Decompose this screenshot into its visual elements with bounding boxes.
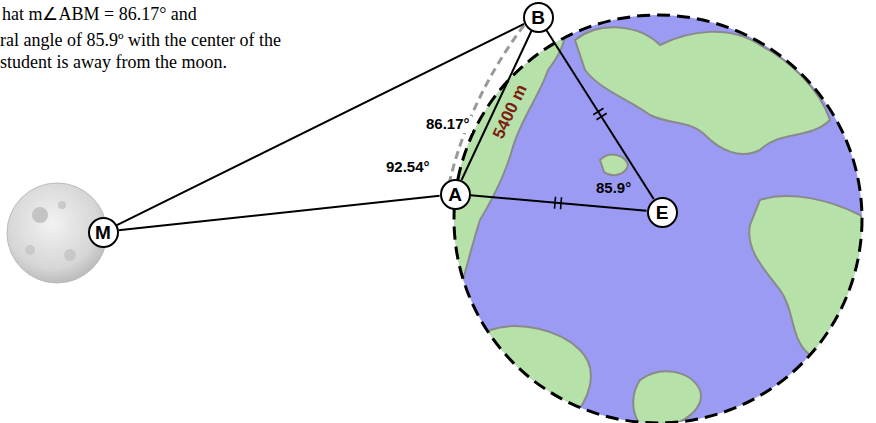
- land: [430, 0, 876, 423]
- point-circle: B: [523, 2, 554, 33]
- segment: [462, 31, 532, 180]
- earth-outline: [454, 15, 862, 423]
- segment: [546, 30, 653, 199]
- point-letter: B: [531, 8, 545, 27]
- angle-label: 85.9°: [594, 180, 633, 197]
- angle-label: 86.17°: [424, 116, 472, 133]
- length-label: 5400 m: [490, 82, 530, 141]
- point-letter: A: [448, 185, 462, 204]
- angle-label: 92.54°: [384, 159, 432, 176]
- point-letter: E: [656, 203, 669, 222]
- point-letter: M: [95, 223, 111, 242]
- earth: [430, 0, 876, 423]
- problem-text: hat m∠ABM = 86.17° and: [2, 5, 197, 25]
- problem-text: student is away from the moon.: [0, 53, 227, 73]
- segment: [118, 196, 439, 231]
- segment: [470, 195, 646, 210]
- point-circle: M: [88, 217, 119, 248]
- point-circle: E: [647, 197, 678, 228]
- problem-text: ral angle of 85.9º with the center of th…: [0, 31, 281, 51]
- point-circle: A: [440, 179, 471, 210]
